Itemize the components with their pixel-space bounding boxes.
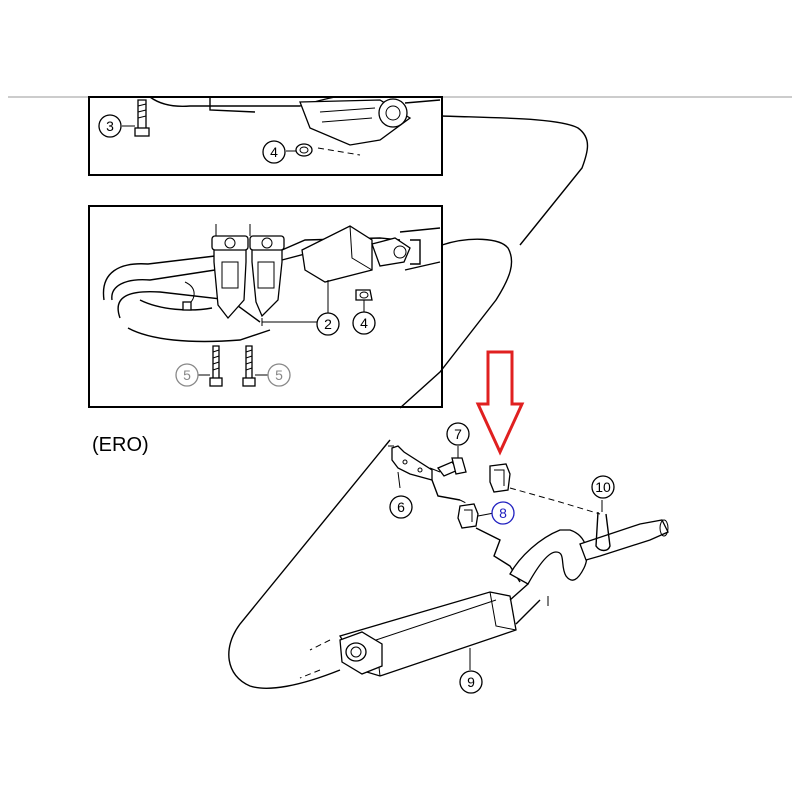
- svg-text:5: 5: [275, 367, 283, 383]
- svg-text:10: 10: [595, 479, 611, 495]
- red-down-arrow-icon: [475, 350, 525, 456]
- svg-text:3: 3: [106, 118, 114, 134]
- svg-text:5: 5: [183, 367, 191, 383]
- outline-loop-lower: [399, 238, 513, 409]
- callout-2: 2: [316, 312, 340, 336]
- svg-text:6: 6: [397, 499, 405, 515]
- callout-5-left: 5: [175, 363, 199, 387]
- svg-text:8: 8: [499, 505, 507, 521]
- callout-9: 9: [459, 670, 483, 694]
- svg-text:4: 4: [360, 315, 368, 331]
- callout-6: 6: [389, 495, 413, 519]
- callout-4-lower: 4: [352, 311, 376, 335]
- callout-3: 3: [98, 114, 122, 138]
- svg-text:7: 7: [454, 426, 462, 442]
- callout-8: 8: [491, 501, 515, 525]
- outline-loop-left: [228, 439, 391, 689]
- callout-5-right: 5: [267, 363, 291, 387]
- svg-text:2: 2: [324, 316, 332, 332]
- inset-box-upper: [88, 96, 443, 176]
- svg-text:4: 4: [270, 144, 278, 160]
- svg-text:9: 9: [467, 674, 475, 690]
- variant-label: (ERO): [92, 434, 149, 456]
- outline-loop-upper: [441, 115, 589, 246]
- callout-7: 7: [446, 422, 470, 446]
- inset-box-lower: [88, 205, 443, 408]
- callout-4-upper: 4: [262, 140, 286, 164]
- callout-10: 10: [591, 475, 615, 499]
- main-exhaust-assembly: [299, 445, 669, 679]
